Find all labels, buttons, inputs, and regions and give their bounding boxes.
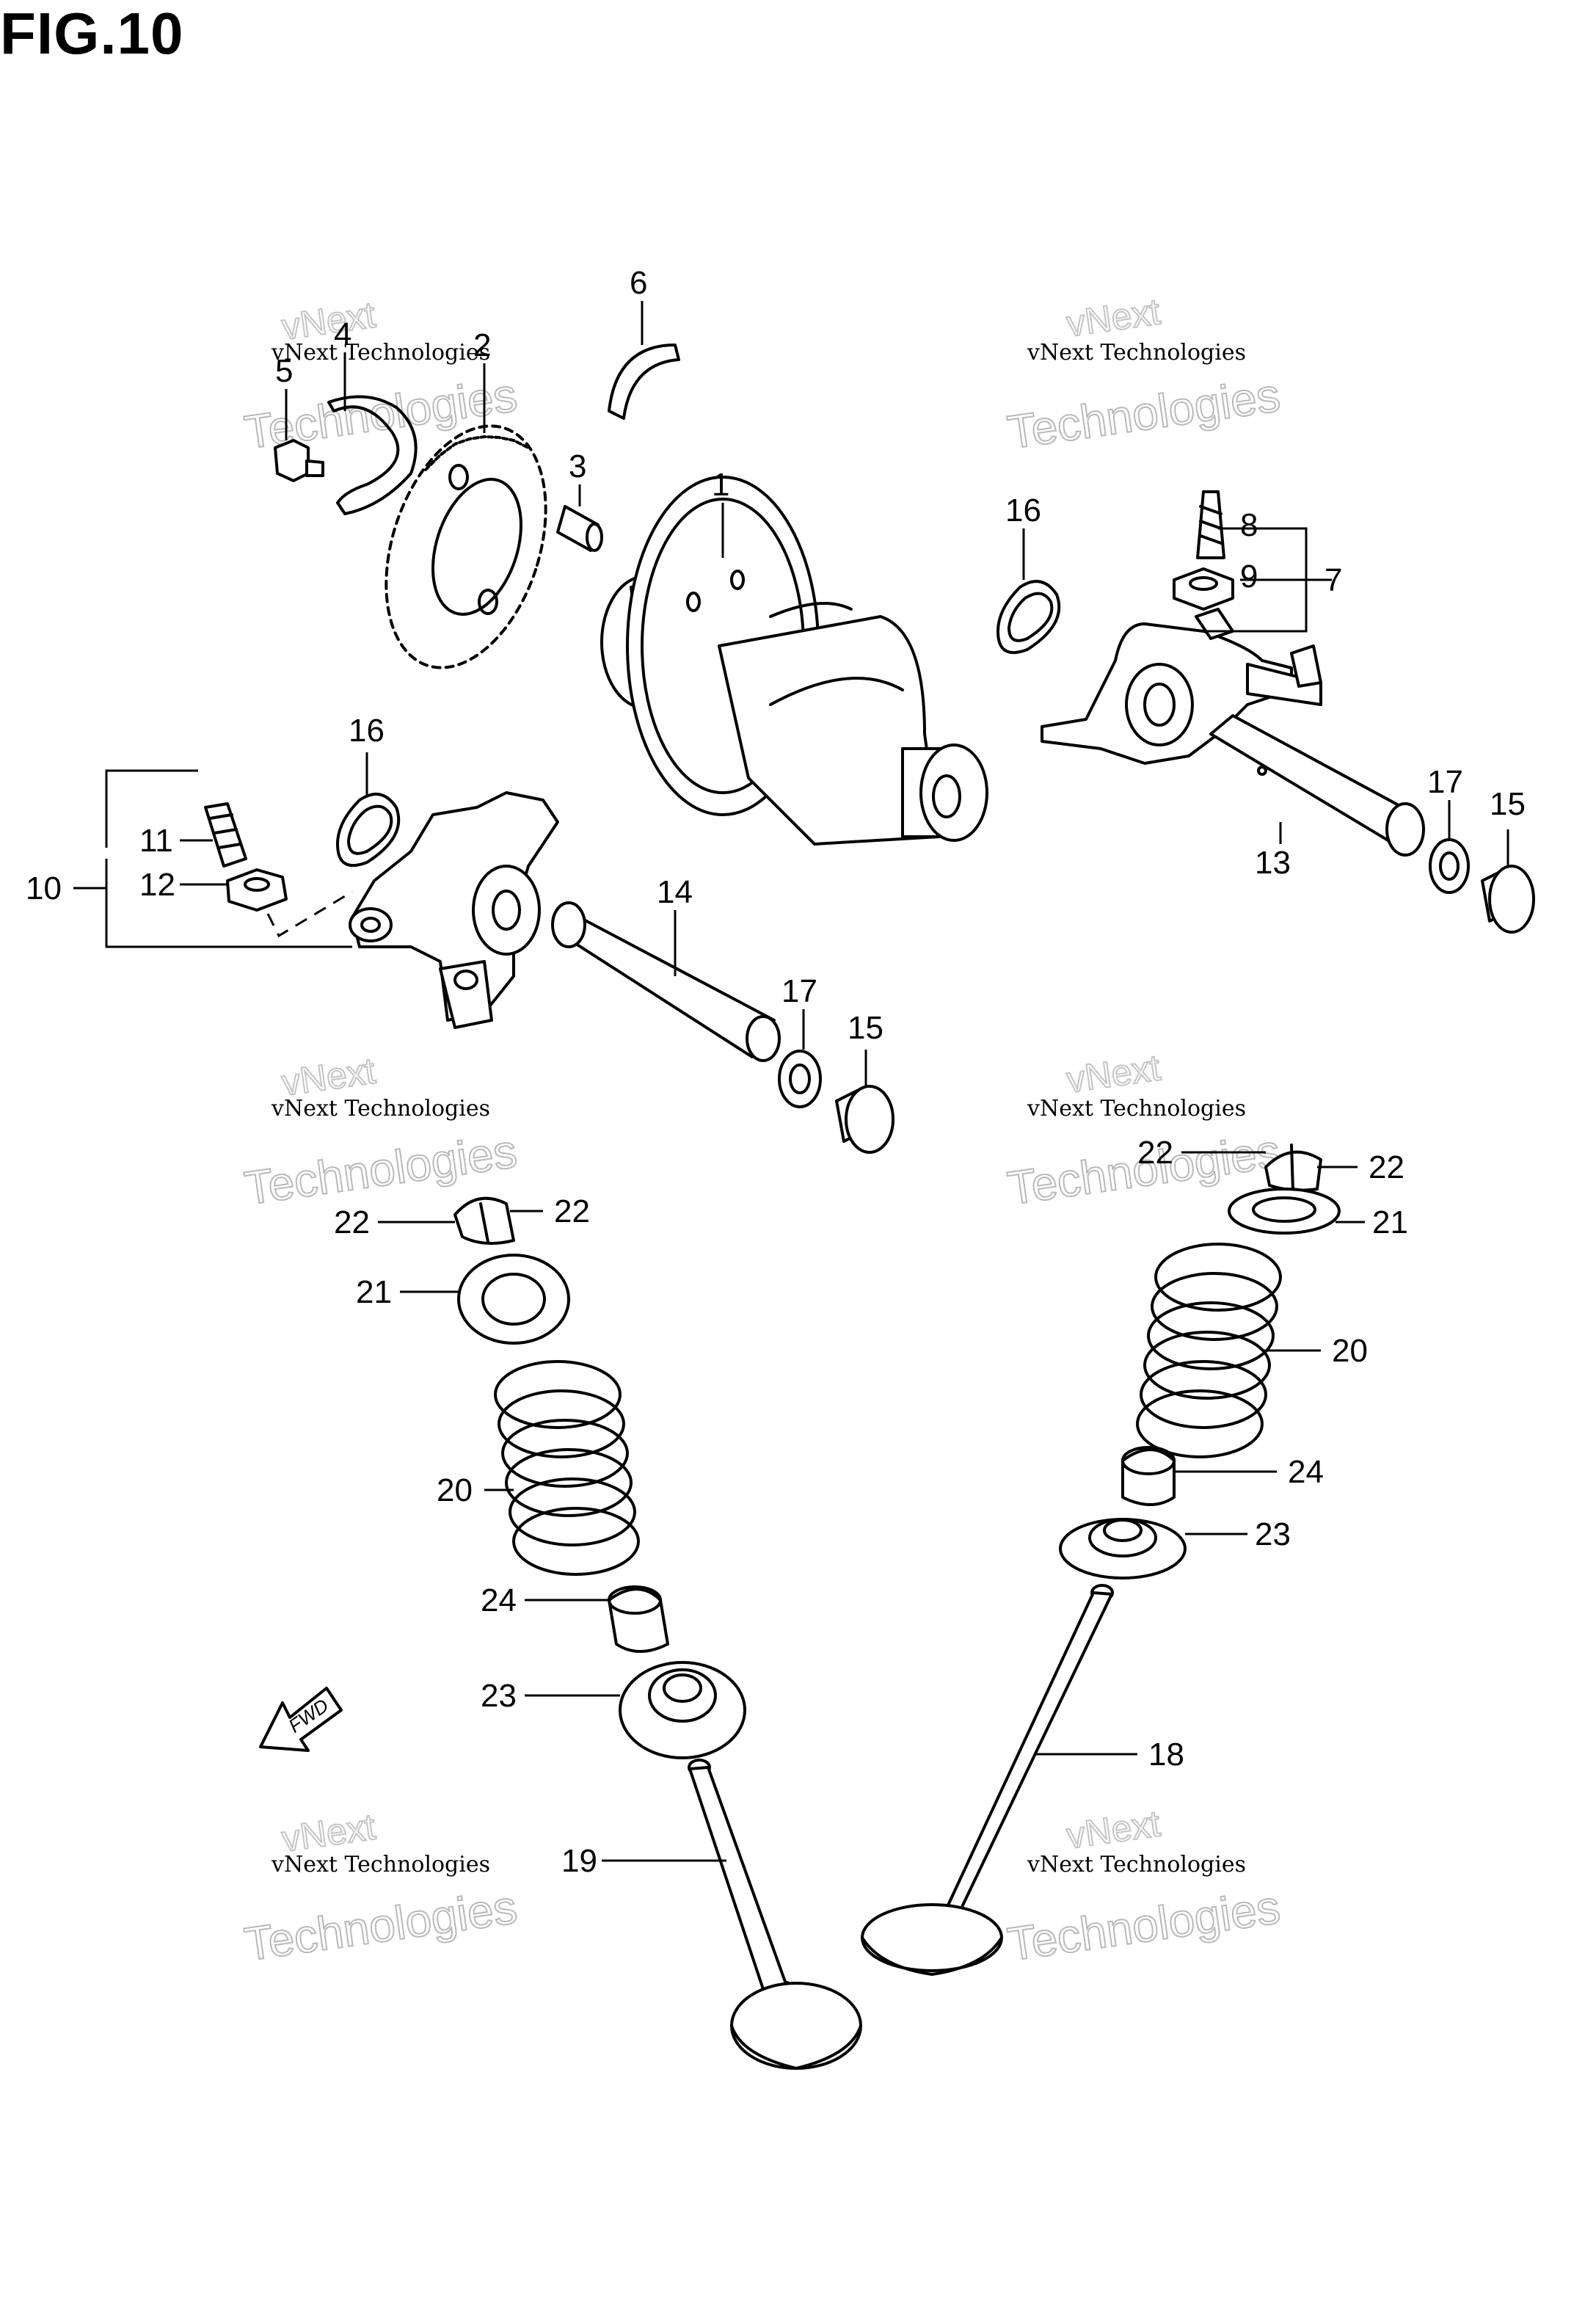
part-camshaft-sprocket	[385, 424, 547, 669]
part-valve-left	[688, 1759, 862, 2070]
watermark-text-technologies: Technologies	[1005, 368, 1283, 459]
watermark-top-right: vNext Technologies	[1004, 290, 1284, 459]
callout-20-right: 20	[1332, 1333, 1368, 1369]
callout-22-right-a: 22	[1137, 1135, 1173, 1171]
part-rocker-arm-left	[349, 791, 559, 1029]
callout-18: 18	[1148, 1737, 1184, 1773]
watermark-middle-right: vNext Technologies	[1004, 1046, 1284, 1215]
callout-17-left: 17	[781, 973, 817, 1009]
part-o-ring-right	[996, 580, 1061, 654]
part-bolt	[274, 439, 324, 482]
watermark-bottom-left: vNext Technologies	[241, 1805, 521, 1971]
callout-3: 3	[569, 448, 586, 484]
part-washer-left	[778, 1050, 822, 1108]
figure-title: FIG.10	[0, 1, 184, 66]
callout-4: 4	[334, 316, 351, 352]
callout-22-left-b: 22	[554, 1193, 590, 1229]
callout-1: 1	[712, 467, 729, 503]
watermark-text: vNext Technologies	[271, 1096, 490, 1122]
callout-7: 7	[1324, 562, 1342, 598]
part-valve-stem-seal-left	[608, 1585, 669, 1653]
part-camshaft	[600, 476, 988, 846]
callout-24-left: 24	[481, 1582, 517, 1618]
callout-5: 5	[275, 353, 293, 389]
callout-10: 10	[26, 870, 62, 906]
watermark-text: vNext Technologies	[271, 340, 490, 366]
fwd-arrow: FWD	[259, 1687, 343, 1752]
callout-2: 2	[473, 327, 491, 363]
callout-14: 14	[657, 874, 693, 910]
watermark-text: vNext Technologies	[1027, 340, 1246, 366]
part-lock-washer	[327, 395, 418, 515]
watermark-text-vnext: vNext	[1064, 291, 1162, 344]
callout-8: 8	[1240, 507, 1258, 543]
callout-11: 11	[139, 823, 173, 859]
part-valve-spring-right	[1136, 1243, 1282, 1458]
part-valve-cotters-left	[453, 1196, 515, 1245]
callout-16-right: 16	[1005, 492, 1041, 528]
callout-15-right: 15	[1490, 786, 1526, 822]
callout-19: 19	[561, 1843, 597, 1879]
callout-21-right: 21	[1372, 1204, 1408, 1240]
part-rocker-arm-right	[1041, 608, 1322, 765]
callout-24-right: 24	[1288, 1454, 1324, 1490]
part-spring-retainer-right	[1228, 1188, 1341, 1235]
watermark-text-vnext: vNext	[1064, 1803, 1162, 1856]
callout-6: 6	[630, 265, 647, 301]
watermark-middle-left: vNext Technologies	[241, 1049, 521, 1215]
watermark-text-technologies: Technologies	[241, 1880, 520, 1971]
part-half-ring-clip	[608, 343, 680, 420]
callout-13: 13	[1255, 845, 1291, 881]
dashed-assembly-line	[266, 890, 353, 938]
callout-23-right: 23	[1255, 1516, 1291, 1552]
part-rocker-shaft-right	[1209, 714, 1425, 857]
callout-9: 9	[1240, 559, 1258, 595]
callout-22-right-b: 22	[1369, 1149, 1404, 1185]
watermark-text: vNext Technologies	[1027, 1852, 1246, 1877]
part-valve-spring-left	[494, 1360, 640, 1576]
callout-21-left: 21	[356, 1274, 392, 1310]
part-lock-nut-left	[226, 868, 288, 912]
callout-16-left: 16	[349, 713, 385, 749]
part-valve-stem-seal-right	[1121, 1446, 1176, 1506]
part-valve-right	[861, 1584, 1114, 1976]
part-o-ring-left	[336, 793, 401, 867]
part-washer-right	[1429, 838, 1470, 894]
part-rocker-shaft-left	[551, 901, 781, 1062]
watermark-text-vnext: vNext	[1064, 1047, 1162, 1100]
part-spring-seat-right	[1059, 1518, 1187, 1579]
watermark-top-left: vNext Technologies	[241, 293, 521, 459]
callout-22-left-a: 22	[334, 1204, 370, 1240]
leader-lines	[73, 301, 1509, 1862]
watermark-text-technologies: Technologies	[1005, 1880, 1283, 1971]
part-dowel-pin	[556, 505, 603, 552]
part-adjuster-screw-left	[204, 802, 247, 868]
part-plug-right	[1481, 865, 1535, 934]
watermark-text: vNext Technologies	[271, 1852, 490, 1877]
part-lock-nut-right	[1173, 567, 1234, 611]
callout-15-left: 15	[848, 1010, 883, 1046]
part-adjuster-screw-right	[1196, 490, 1225, 559]
callout-23-left: 23	[481, 1678, 517, 1714]
callout-12: 12	[139, 867, 175, 903]
watermark-bottom-right: vNext Technologies	[1004, 1802, 1284, 1971]
part-spring-seat-left	[619, 1661, 746, 1759]
watermark-text: vNext Technologies	[1027, 1096, 1246, 1122]
callout-17-right: 17	[1427, 764, 1463, 800]
callout-20-left: 20	[437, 1472, 473, 1508]
callout-labels: 6 2 4 5 3 1 16 8 9 7 17 15 13 16 11 12 1…	[26, 265, 1526, 1879]
part-plug-left	[835, 1085, 894, 1154]
part-spring-retainer-left	[457, 1254, 570, 1345]
